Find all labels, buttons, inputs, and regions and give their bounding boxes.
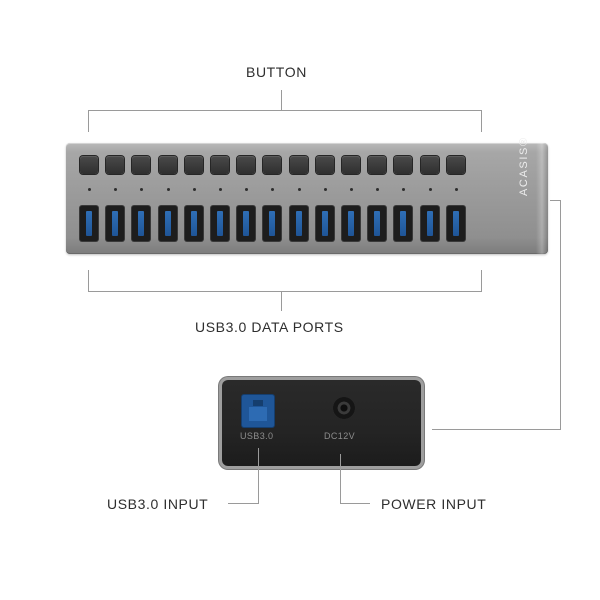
usb3-port-tongue — [165, 211, 171, 236]
port-indicator-led — [350, 188, 353, 191]
usb3-data-port — [159, 206, 177, 241]
hub-power-button[interactable] — [394, 156, 412, 174]
power-input-callout-v — [340, 454, 341, 504]
usb3-port-tongue — [296, 211, 302, 236]
ports-bracket-stem — [281, 291, 282, 311]
ports-bracket-right — [481, 270, 482, 292]
usb3-port-tongue — [374, 211, 380, 236]
port-indicator-led — [402, 188, 405, 191]
brand-logo: ACASIS® — [518, 136, 530, 196]
hub-power-button[interactable] — [211, 156, 229, 174]
usb3-data-port — [211, 206, 229, 241]
port-indicator-led — [167, 188, 170, 191]
button-bracket-left — [88, 110, 89, 132]
hub-power-button[interactable] — [80, 156, 98, 174]
usb3-data-port — [132, 206, 150, 241]
usb3-data-port — [237, 206, 255, 241]
hub-endcap — [536, 143, 548, 254]
button-bracket-stem — [281, 90, 282, 111]
usb3-data-port — [394, 206, 412, 241]
data-ports-label: USB3.0 DATA PORTS — [195, 319, 344, 335]
hub-power-button[interactable] — [237, 156, 255, 174]
hub-power-button[interactable] — [316, 156, 334, 174]
usb3-port-tongue — [453, 211, 459, 236]
hub-power-button[interactable] — [159, 156, 177, 174]
usb-input-port-label: USB3.0 — [240, 431, 274, 441]
connector-line-right-v — [560, 200, 561, 430]
usb3-data-port — [80, 206, 98, 241]
usb3-port-tongue — [427, 211, 433, 236]
port-indicator-led — [271, 188, 274, 191]
hub-power-button[interactable] — [368, 156, 386, 174]
hub-power-button[interactable] — [263, 156, 281, 174]
hub-power-button[interactable] — [290, 156, 308, 174]
port-indicator-led — [324, 188, 327, 191]
usb3-data-port — [447, 206, 465, 241]
usb3-data-port — [316, 206, 334, 241]
power-input-callout-h — [340, 503, 370, 504]
port-indicator-led — [140, 188, 143, 191]
usb3-port-tongue — [138, 211, 144, 236]
hub-power-button[interactable] — [447, 156, 465, 174]
usb3-port-tongue — [86, 211, 92, 236]
usb3-port-tongue — [400, 211, 406, 236]
hub-power-button[interactable] — [132, 156, 150, 174]
usb-input-callout-v — [258, 448, 259, 504]
usb-b-notch — [253, 400, 263, 406]
usb-b-port — [242, 395, 274, 427]
usb3-port-tongue — [217, 211, 223, 236]
usb3-data-port — [368, 206, 386, 241]
port-indicator-led — [193, 188, 196, 191]
hub-power-button[interactable] — [185, 156, 203, 174]
button-bracket-top — [88, 110, 482, 111]
port-indicator-led — [88, 188, 91, 191]
power-input-label: POWER INPUT — [381, 496, 487, 512]
connector-line-bottom-h — [432, 429, 561, 430]
port-indicator-led — [429, 188, 432, 191]
connector-line-right-h — [550, 200, 561, 201]
usb3-port-tongue — [322, 211, 328, 236]
ports-bracket-bottom — [88, 291, 482, 292]
usb3-data-port — [342, 206, 360, 241]
port-indicator-led — [376, 188, 379, 191]
usb3-data-port — [290, 206, 308, 241]
usb3-data-port — [263, 206, 281, 241]
port-indicator-led — [114, 188, 117, 191]
usb3-data-port — [106, 206, 124, 241]
usb3-port-tongue — [348, 211, 354, 236]
usb3-port-tongue — [269, 211, 275, 236]
hub-power-button[interactable] — [421, 156, 439, 174]
button-label: BUTTON — [246, 64, 307, 80]
usb3-port-tongue — [112, 211, 118, 236]
usb-b-inner — [249, 407, 267, 421]
hub-power-button[interactable] — [342, 156, 360, 174]
dc-power-jack — [333, 397, 355, 419]
port-indicator-led — [455, 188, 458, 191]
usb-input-label: USB3.0 INPUT — [107, 496, 209, 512]
usb3-data-port — [185, 206, 203, 241]
hub-power-button[interactable] — [106, 156, 124, 174]
usb-input-callout-h — [228, 503, 259, 504]
port-indicator-led — [219, 188, 222, 191]
port-indicator-led — [298, 188, 301, 191]
port-indicator-led — [245, 188, 248, 191]
button-bracket-right — [481, 110, 482, 132]
usb3-port-tongue — [191, 211, 197, 236]
ports-bracket-left — [88, 270, 89, 292]
usb3-port-tongue — [243, 211, 249, 236]
usb3-data-port — [421, 206, 439, 241]
dc-port-label: DC12V — [324, 431, 356, 441]
